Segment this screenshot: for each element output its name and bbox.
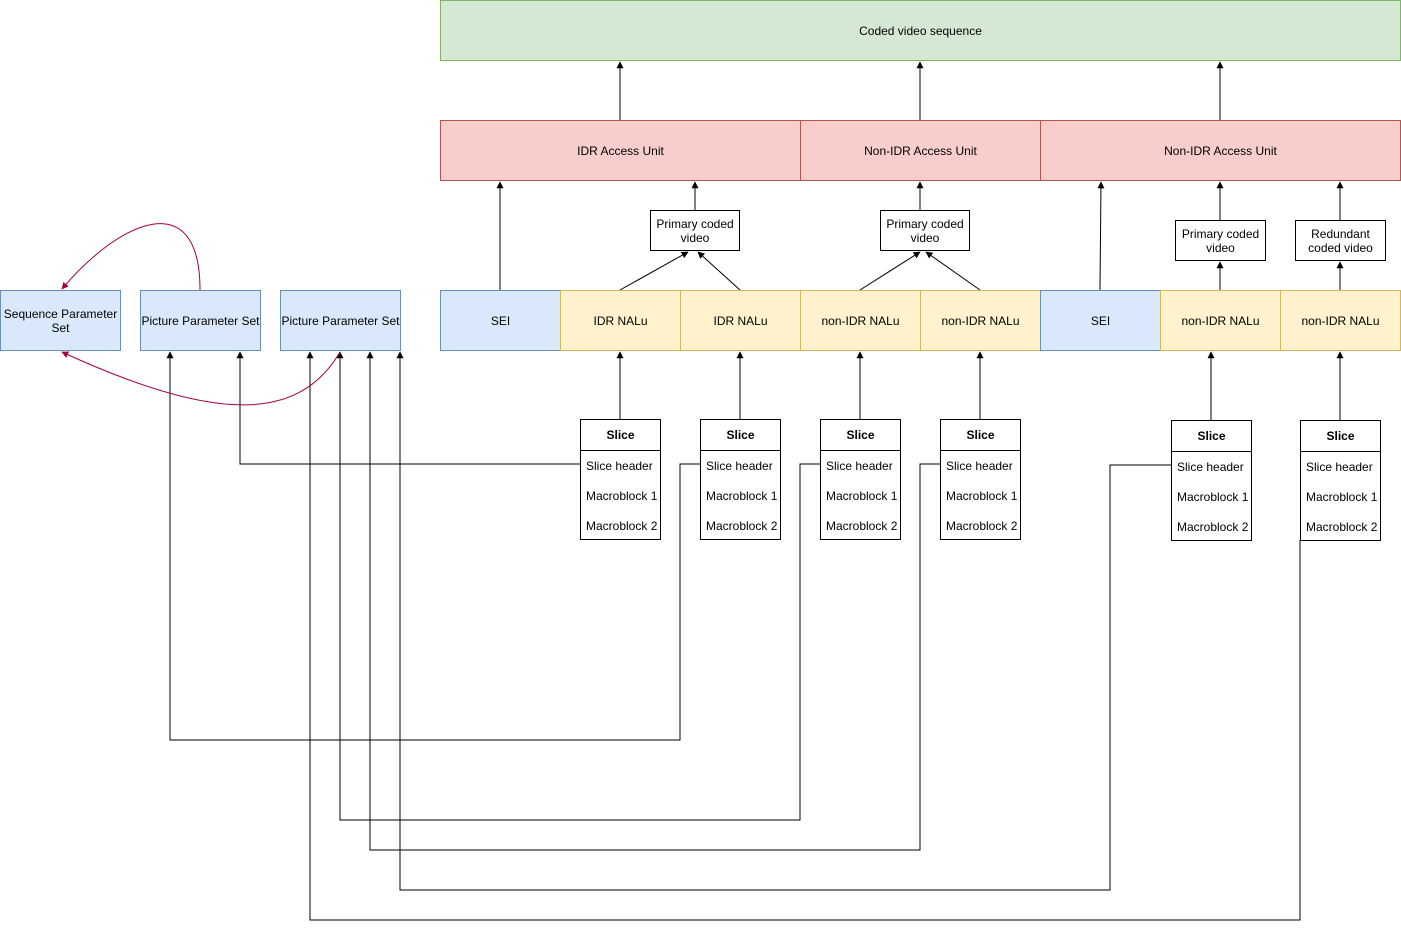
idr-nalu-1[interactable]: IDR NALu <box>560 290 681 351</box>
primary-coded-video-label: Primary coded video <box>886 216 964 245</box>
picture-parameter-set-1[interactable]: Picture Parameter Set <box>140 290 261 351</box>
non-idr-access-unit[interactable]: Non-IDR Access Unit <box>800 120 1041 181</box>
sei-unit-2[interactable]: SEI <box>1040 290 1161 351</box>
slice-title: Slice <box>1172 421 1251 452</box>
ref-slice2-to-pps1 <box>166 351 700 741</box>
unit-label: IDR NALu <box>713 313 768 328</box>
slice-2[interactable]: Slice Slice header Macroblock 1 Macroblo… <box>700 419 781 540</box>
slice-header-row: Slice header <box>826 459 893 473</box>
non-idr-nalu-1[interactable]: non-IDR NALu <box>800 290 921 351</box>
access-unit-label: Non-IDR Access Unit <box>1164 143 1277 158</box>
macroblock-row: Macroblock 1 <box>946 489 1018 503</box>
primary-coded-video-label: Primary coded video <box>656 216 734 245</box>
unit-label: SEI <box>1090 313 1111 328</box>
unit-label: non-IDR NALu <box>1301 313 1380 328</box>
ref-pps1-to-sps <box>61 223 201 291</box>
macroblock-row: Macroblock 1 <box>586 489 658 503</box>
arrow-nonidr2-to-primary <box>925 251 981 291</box>
picture-parameter-set-2[interactable]: Picture Parameter Set <box>280 290 401 351</box>
primary-coded-video-box-3[interactable]: Primary coded video <box>1175 220 1266 261</box>
slice-1[interactable]: Slice Slice header Macroblock 1 Macroblo… <box>580 419 661 540</box>
slice-4[interactable]: Slice Slice header Macroblock 1 Macroblo… <box>940 419 1021 540</box>
macroblock-row: Macroblock 2 <box>586 519 658 533</box>
arrow-sei2-to-au <box>1097 181 1105 291</box>
access-unit-label: IDR Access Unit <box>577 143 664 158</box>
macroblock-row: Macroblock 2 <box>826 519 898 533</box>
non-idr-nalu-4[interactable]: non-IDR NALu <box>1280 290 1401 351</box>
primary-coded-video-box[interactable]: Primary coded video <box>650 210 740 251</box>
param-set-label: Picture Parameter Set <box>141 313 260 328</box>
unit-label: non-IDR NALu <box>1181 313 1260 328</box>
macroblock-row: Macroblock 2 <box>946 519 1018 533</box>
redundant-coded-video-box[interactable]: Redundant coded video <box>1295 220 1386 261</box>
idr-nalu-2[interactable]: IDR NALu <box>680 290 801 351</box>
coded-video-sequence-label: Coded video sequence <box>859 23 982 38</box>
slice-title: Slice <box>941 420 1020 451</box>
slice-title: Slice <box>581 420 660 451</box>
macroblock-row: Macroblock 1 <box>826 489 898 503</box>
param-set-label: Sequence Parameter Set <box>3 306 118 335</box>
slice-header-row: Slice header <box>1177 460 1244 474</box>
idr-access-unit[interactable]: IDR Access Unit <box>440 120 801 181</box>
unit-label: non-IDR NALu <box>821 313 900 328</box>
coded-video-sequence[interactable]: Coded video sequence <box>440 0 1401 61</box>
access-unit-label: Non-IDR Access Unit <box>864 143 977 158</box>
macroblock-row: Macroblock 2 <box>706 519 778 533</box>
slice-3[interactable]: Slice Slice header Macroblock 1 Macroblo… <box>820 419 901 540</box>
macroblock-row: Macroblock 2 <box>1177 520 1249 534</box>
slice-header-row: Slice header <box>1306 460 1373 474</box>
slice-header-row: Slice header <box>586 459 653 473</box>
ref-pps2-to-sps <box>61 351 341 406</box>
macroblock-row: Macroblock 1 <box>706 489 778 503</box>
non-idr-access-unit-2[interactable]: Non-IDR Access Unit <box>1040 120 1401 181</box>
ref-slice6-to-pps2 <box>306 351 1301 921</box>
ref-slice4-to-pps2 <box>366 351 940 851</box>
ref-slice5-to-pps2 <box>396 351 1171 891</box>
slice-title: Slice <box>1301 421 1380 452</box>
redundant-coded-video-label: Redundant coded video <box>1308 226 1373 255</box>
slice-header-row: Slice header <box>706 459 773 473</box>
slice-title: Slice <box>821 420 900 451</box>
non-idr-nalu-2[interactable]: non-IDR NALu <box>920 290 1041 351</box>
ref-slice3-to-pps2 <box>336 351 820 821</box>
non-idr-nalu-3[interactable]: non-IDR NALu <box>1160 290 1281 351</box>
unit-label: IDR NALu <box>593 313 648 328</box>
macroblock-row: Macroblock 2 <box>1306 520 1378 534</box>
arrow-idr2-to-primary <box>697 251 741 291</box>
primary-coded-video-box-2[interactable]: Primary coded video <box>880 210 970 251</box>
primary-coded-video-label: Primary coded video <box>1181 226 1260 255</box>
macroblock-row: Macroblock 1 <box>1177 490 1249 504</box>
arrow-idr1-to-primary <box>619 251 689 291</box>
unit-label: SEI <box>490 313 511 328</box>
macroblock-row: Macroblock 1 <box>1306 490 1378 504</box>
sequence-parameter-set[interactable]: Sequence Parameter Set <box>0 290 121 351</box>
slice-6[interactable]: Slice Slice header Macroblock 1 Macroblo… <box>1300 420 1381 541</box>
param-set-label: Picture Parameter Set <box>281 313 400 328</box>
ref-slice1-to-pps1 <box>236 351 580 465</box>
slice-title: Slice <box>701 420 780 451</box>
unit-label: non-IDR NALu <box>941 313 1020 328</box>
arrow-nonidr1-to-primary <box>859 251 921 291</box>
sei-unit[interactable]: SEI <box>440 290 561 351</box>
slice-header-row: Slice header <box>946 459 1013 473</box>
slice-5[interactable]: Slice Slice header Macroblock 1 Macroblo… <box>1171 420 1252 541</box>
